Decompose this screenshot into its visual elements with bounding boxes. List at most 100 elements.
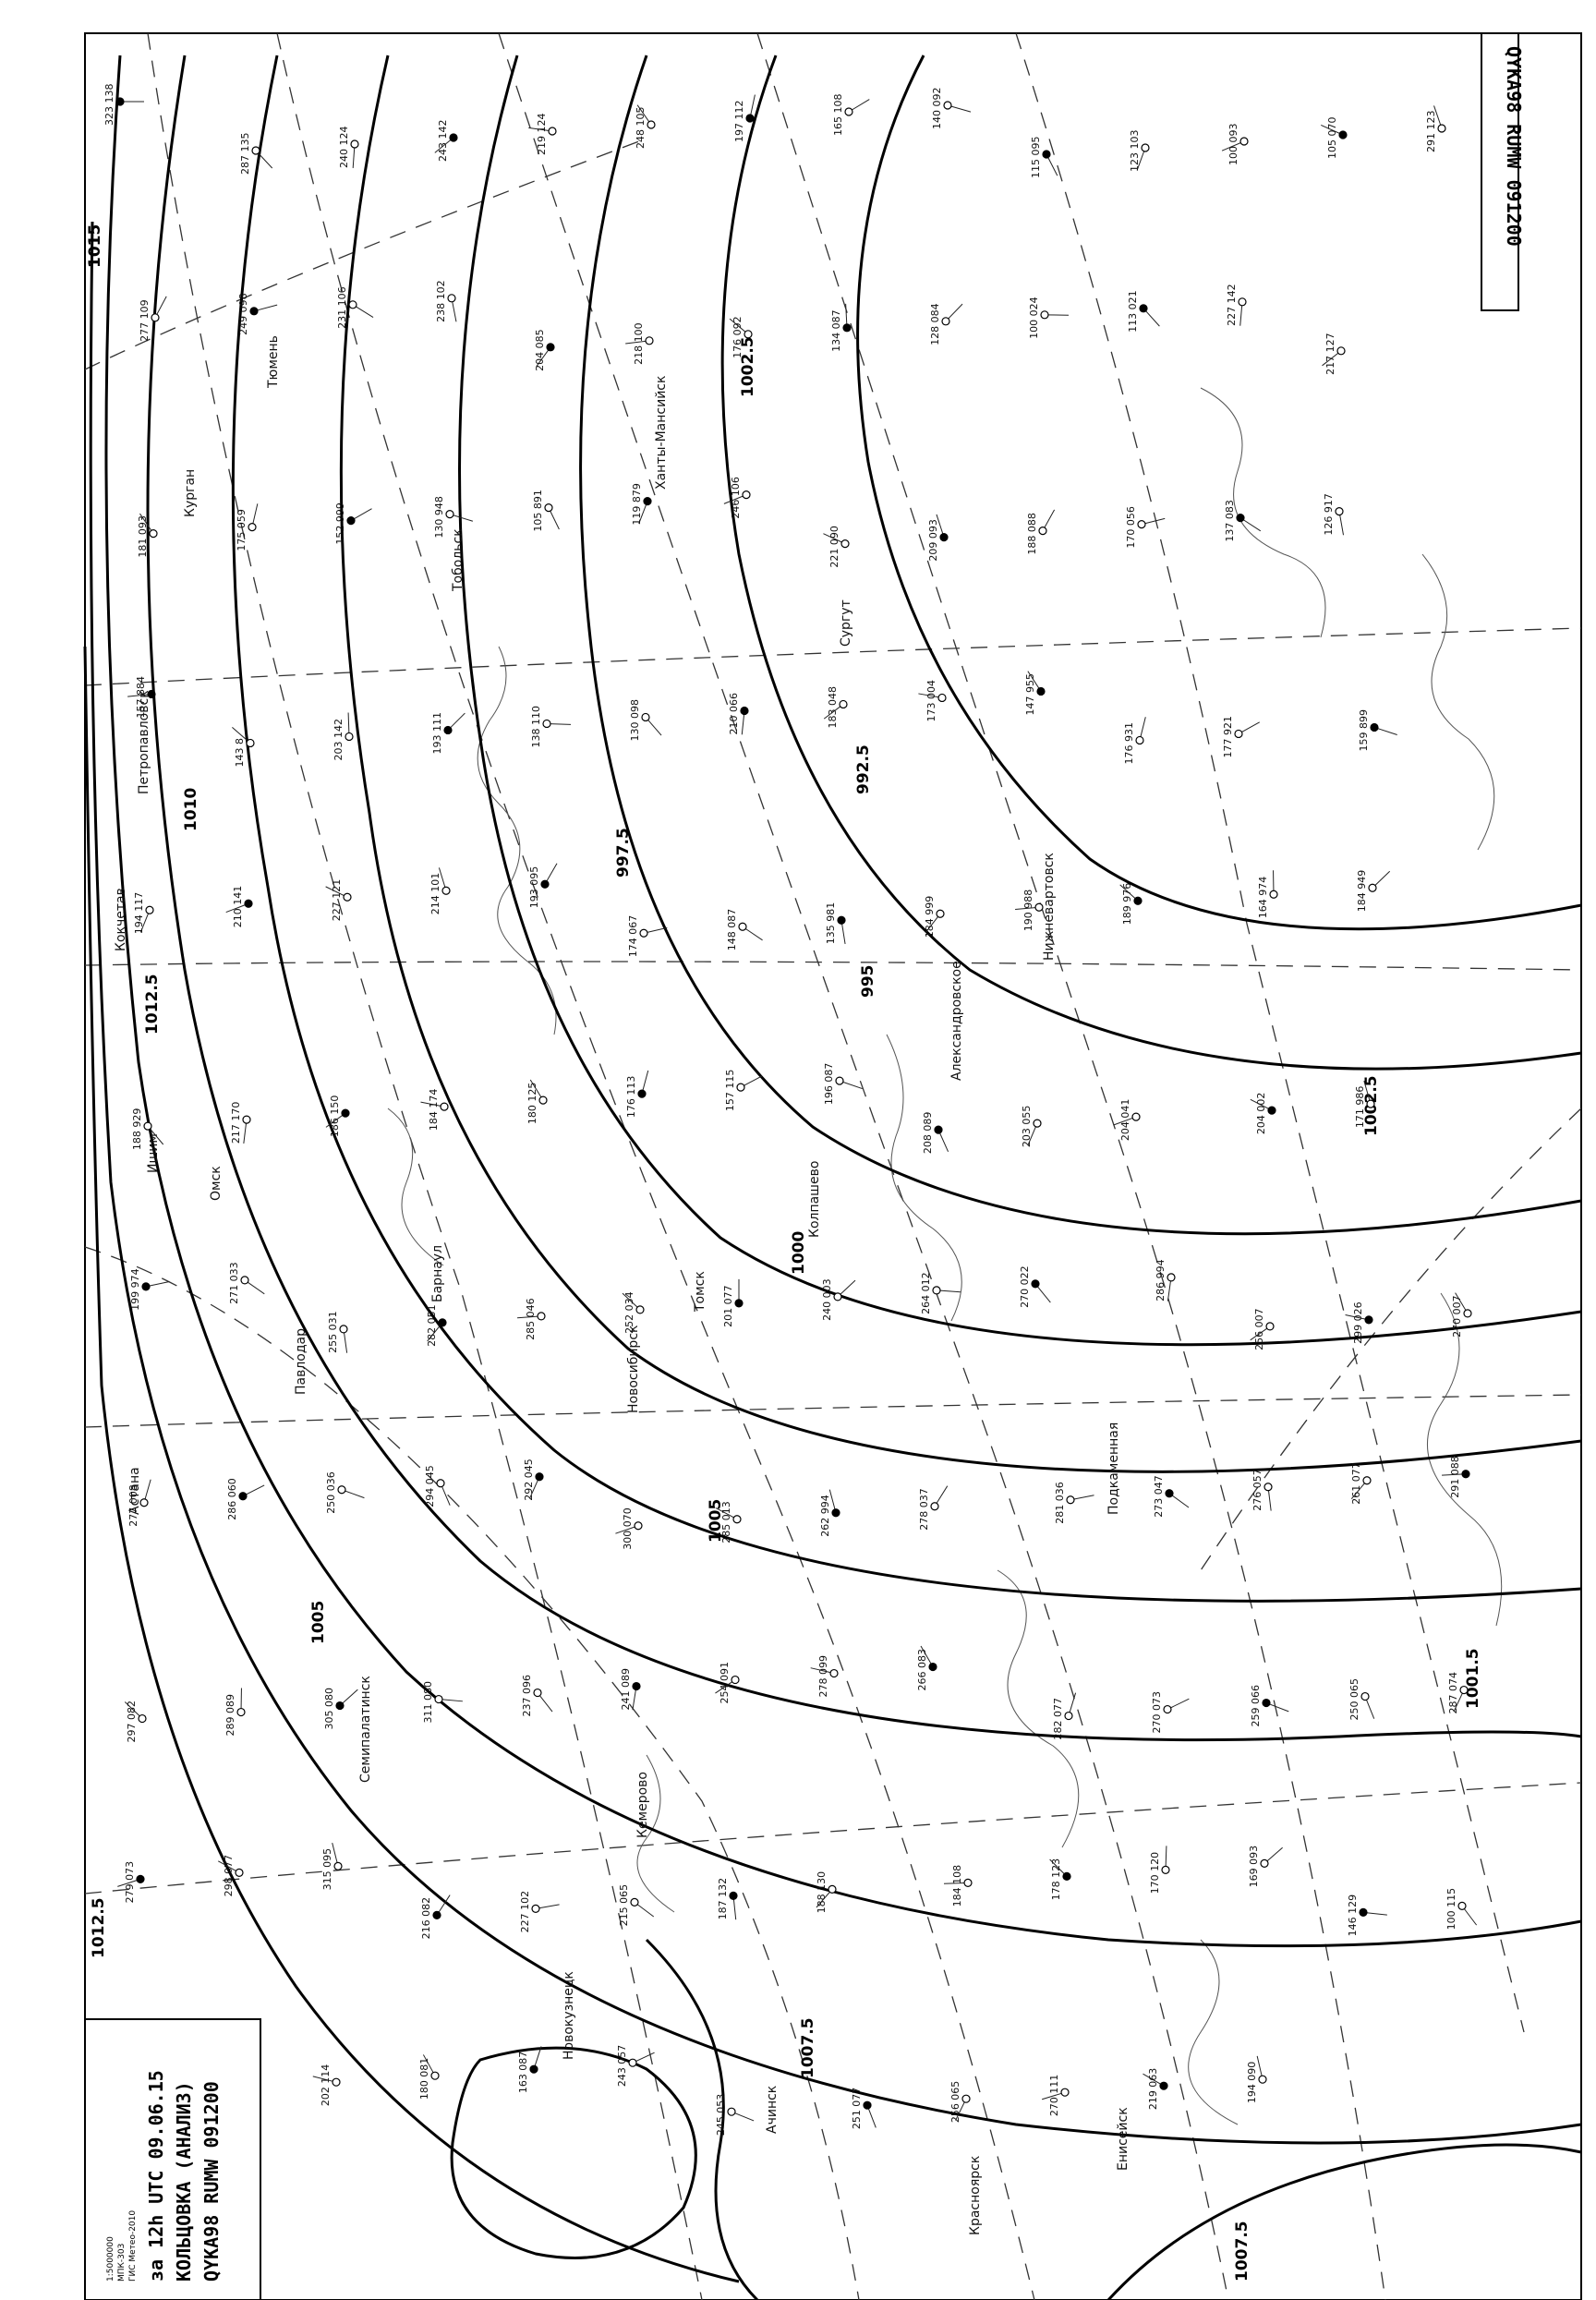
station-circle [1368, 883, 1377, 892]
station-circle [1461, 1470, 1470, 1479]
station-code: 278 037 [918, 1488, 930, 1531]
station-plot: 184 174 [420, 1089, 449, 1132]
city-labels: Томск Новосибирск Барнаул Омск Ишим Алек… [114, 335, 1130, 2235]
station-code: 285 013 [720, 1501, 732, 1543]
station-plot: 113 021 [1127, 290, 1160, 333]
station-code: 204 041 [1119, 1099, 1131, 1142]
station-code: 204 002 [1255, 1093, 1267, 1135]
station-code: 184 174 [428, 1089, 440, 1132]
station-code: 231 106 [336, 286, 348, 329]
station-code: 262 994 [819, 1495, 831, 1537]
station-plot: 115 095 [1030, 137, 1058, 178]
isobar-992-5 [856, 54, 1582, 931]
station-plot: 157 884 [127, 676, 156, 718]
station-code: 271 033 [228, 1262, 240, 1304]
station-plot: 184 949 [1356, 870, 1391, 912]
station-circle [1366, 1099, 1375, 1108]
station-code: 282 077 [1052, 1698, 1064, 1740]
station-plot: 279 073 [117, 1861, 145, 1903]
station-circle [1167, 1273, 1176, 1282]
station-code: 184 108 [951, 1865, 963, 1907]
station-plot: 173 004 [918, 680, 947, 721]
station-circle [641, 712, 650, 722]
station-circle [1370, 722, 1379, 732]
station-code: 305 080 [323, 1688, 335, 1730]
station-circle [1238, 297, 1247, 307]
station-plot: 237 096 [521, 1675, 553, 1717]
station-plot: 193 111 [431, 712, 466, 754]
station-code: 249 098 [237, 293, 249, 335]
station-plot: 187 132 [717, 1878, 738, 1919]
station-plot: 291 123 [1425, 105, 1446, 152]
station-code: 298 077 [223, 1855, 235, 1897]
station-code: 323 138 [103, 84, 115, 127]
station-code: 188 088 [1026, 513, 1038, 555]
station-plot: 270 111 [1041, 2075, 1070, 2116]
station-plot: 204 085 [534, 329, 555, 371]
station-code: 100 115 [1445, 1888, 1457, 1931]
station-code: 281 036 [1054, 1482, 1066, 1524]
stamp-line-1: QYKA98 RUMW 091200 [200, 2081, 223, 2282]
station-plot: 278 099 [810, 1655, 839, 1698]
station-plot: 164 974 [1257, 870, 1278, 918]
station-code: 251 077 [851, 2088, 863, 2130]
station-code: 147 955 [1024, 673, 1036, 716]
station-circle [138, 1713, 147, 1724]
station-code: 256 007 [1253, 1308, 1265, 1350]
station-plot: 140 092 [931, 88, 972, 129]
station-code: 148 087 [726, 909, 738, 951]
station-plot: 203 055 [1021, 1106, 1042, 1147]
station-code: 287 135 [239, 133, 251, 176]
station-plot: 194 090 [1246, 2055, 1267, 2103]
station-circle [438, 1318, 447, 1327]
station-code: 270 022 [1019, 1265, 1031, 1308]
station-plot: 256 065 [949, 2081, 971, 2123]
station-circle [840, 539, 850, 549]
station-circle [731, 1675, 740, 1685]
station-circle [546, 343, 555, 352]
station-circle [1141, 143, 1150, 152]
station-code: 169 093 [1248, 1846, 1260, 1888]
station-plot: 204 002 [1250, 1093, 1276, 1135]
station-plot: 262 994 [819, 1489, 840, 1537]
isobar-label: 1005 [309, 1601, 328, 1644]
station-plot: 165 108 [832, 94, 870, 136]
station-circle [436, 1479, 445, 1488]
station-plot: 245 053 [715, 2094, 755, 2136]
station-plot: 137 083 [1224, 500, 1262, 542]
station-plot: 190 988 [1015, 890, 1044, 931]
station-circle [831, 1508, 840, 1518]
city-label: Семипалатинск [358, 1676, 373, 1783]
station-plot: 188 130 [816, 1871, 837, 1913]
station-plot: 159 899 [1358, 709, 1397, 751]
station-circle [844, 107, 853, 116]
station-plot: 196 087 [823, 1063, 863, 1105]
station-plot: 270 073 [1151, 1691, 1190, 1734]
city-label: Тобольск [451, 528, 466, 592]
station-code: 170 120 [1149, 1852, 1161, 1894]
station-circle [835, 1076, 844, 1085]
station-plot: 276 057 [1251, 1469, 1273, 1511]
station-circle [1165, 1489, 1174, 1498]
station-code: 183 048 [827, 686, 839, 729]
station-circle [635, 1305, 645, 1314]
station-circle [1036, 686, 1046, 696]
station-code: 138 110 [530, 706, 542, 748]
station-plot: 291 088 [1442, 1456, 1470, 1498]
station-code: 181 093 [137, 515, 149, 558]
city-label: Омск [209, 1166, 224, 1201]
station-plot: 177 921 [1222, 716, 1260, 757]
station-circle [141, 1282, 151, 1291]
station-code: 243 142 [437, 120, 449, 163]
station-code: 157 115 [724, 1070, 736, 1112]
station-code: 221 090 [828, 526, 840, 568]
station-code: 286 060 [226, 1478, 238, 1520]
station-plot: 217 127 [1322, 333, 1346, 375]
station-circle [1042, 150, 1051, 159]
station-plot: 186 150 [325, 1096, 350, 1137]
station-code: 277 109 [139, 299, 151, 342]
station-code: 264 012 [920, 1272, 932, 1314]
station-circle [533, 1688, 542, 1698]
station-circle [742, 490, 751, 500]
